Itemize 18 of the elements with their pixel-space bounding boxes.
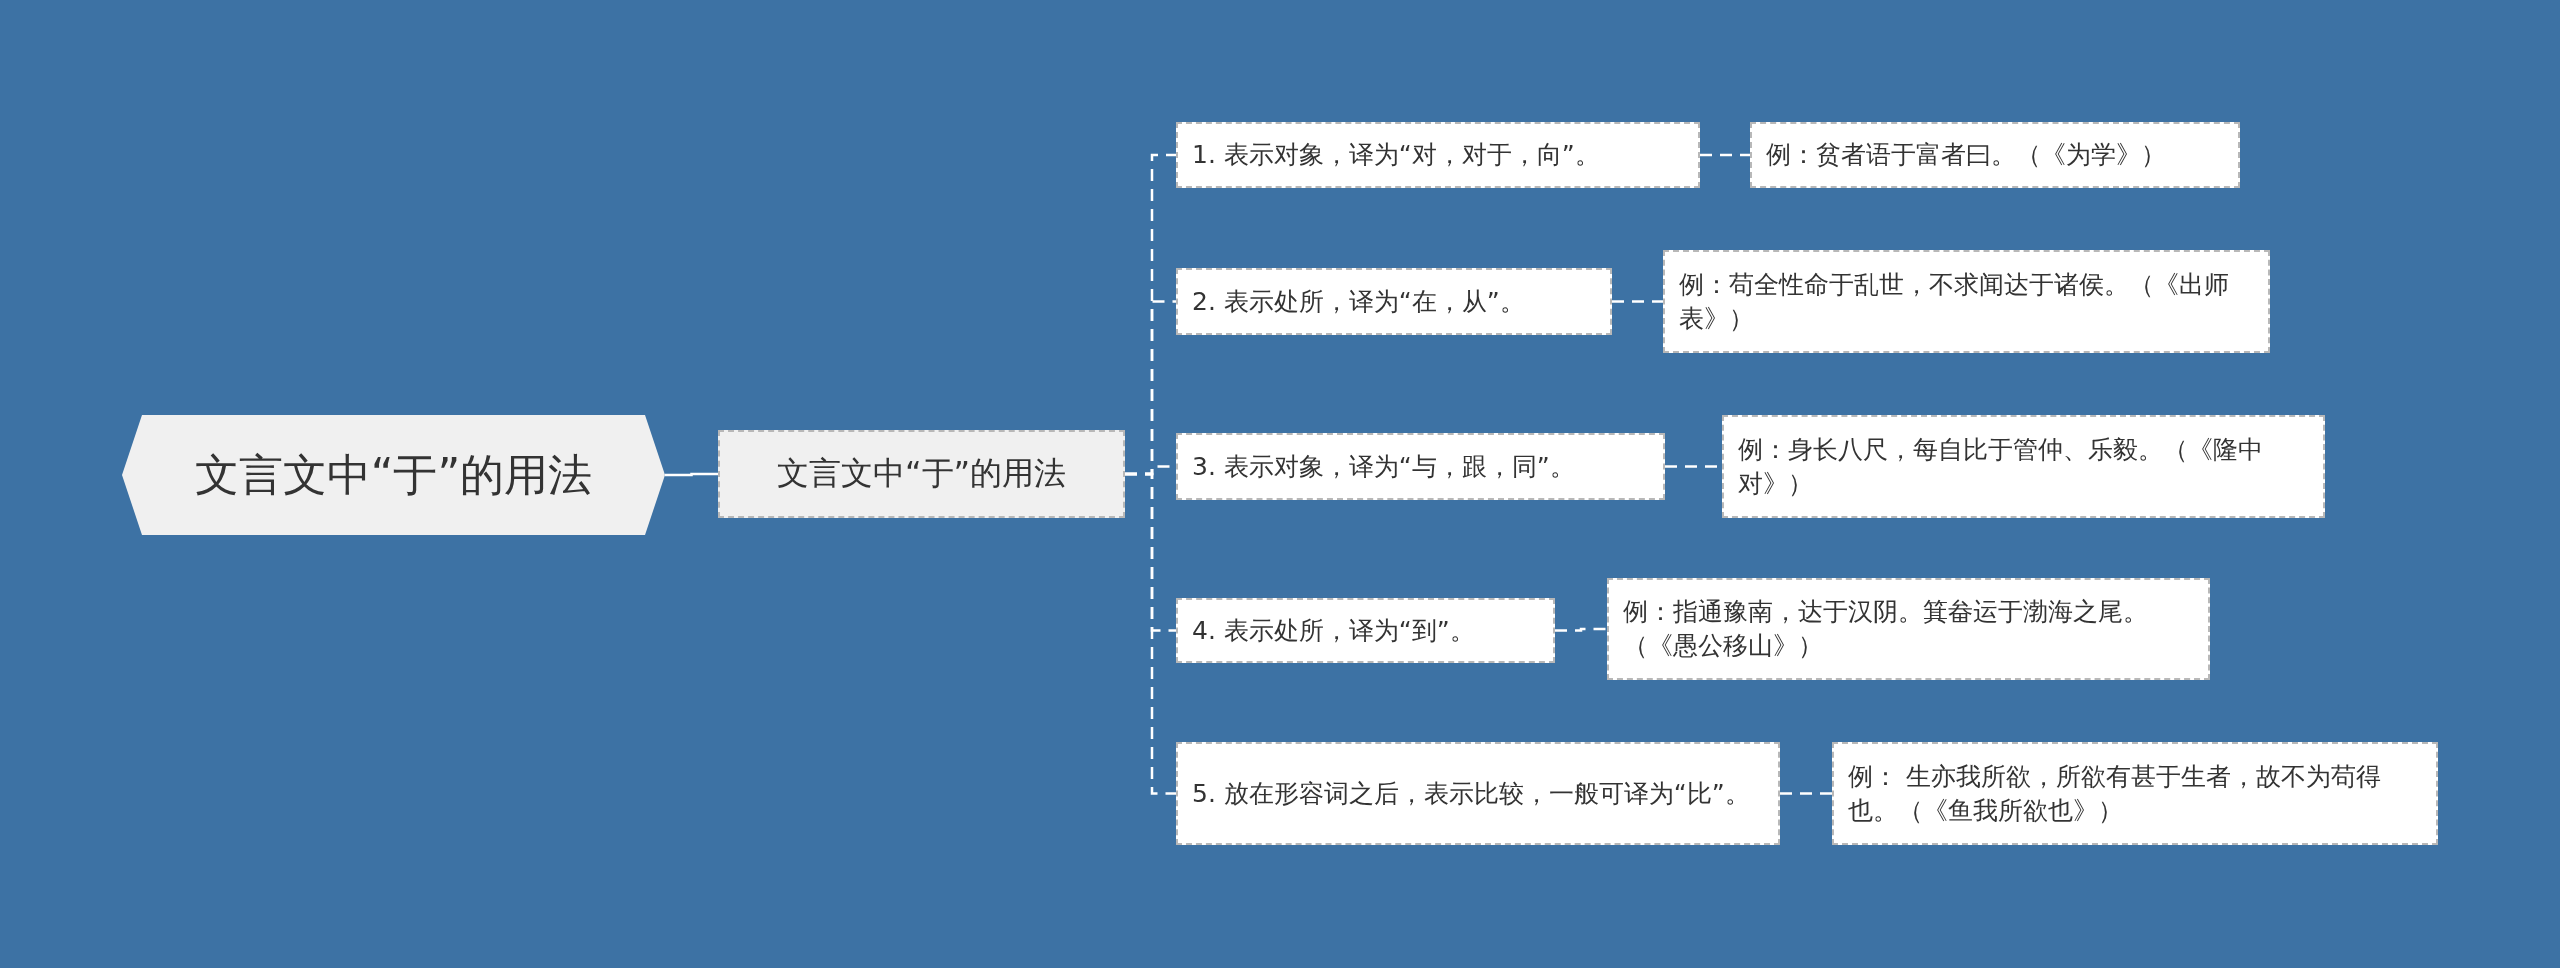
connector-line	[665, 472, 718, 477]
connector-line	[1612, 300, 1663, 303]
branch-box: 5. 放在形容词之后，表示比较，一般可译为“比”。	[1176, 742, 1780, 845]
connector-line	[1125, 472, 1176, 795]
connector-line	[1555, 627, 1607, 632]
branch-box: 例：贫者语于富者曰。（《为学》）	[1750, 122, 2240, 188]
branch-box: 例： 生亦我所欲，所欲有甚于生者，故不为苟得也。（《鱼我所欲也》）	[1832, 742, 2438, 845]
connector-line	[1780, 792, 1832, 795]
branch-box: 4. 表示处所，译为“到”。	[1176, 598, 1555, 663]
branch-box: 例：苟全性命于乱世，不求闻达于诸侯。（《出师表》）	[1663, 250, 2270, 353]
branch-box: 例：身长八尺，每自比于管仲、乐毅。（《隆中对》）	[1722, 415, 2325, 518]
subtopic-box: 文言文中“于”的用法	[718, 430, 1125, 518]
branch-box: 例：指通豫南，达于汉阴。箕畚运于渤海之尾。（《愚公移山》）	[1607, 578, 2210, 680]
branch-box: 2. 表示处所，译为“在，从”。	[1176, 268, 1612, 335]
branch-box: 1. 表示对象，译为“对，对于，向”。	[1176, 122, 1700, 188]
connector-line	[1700, 153, 1750, 157]
topic-hexagon: 文言文中“于”的用法	[122, 415, 665, 535]
branch-box: 3. 表示对象，译为“与，跟，同”。	[1176, 433, 1665, 500]
